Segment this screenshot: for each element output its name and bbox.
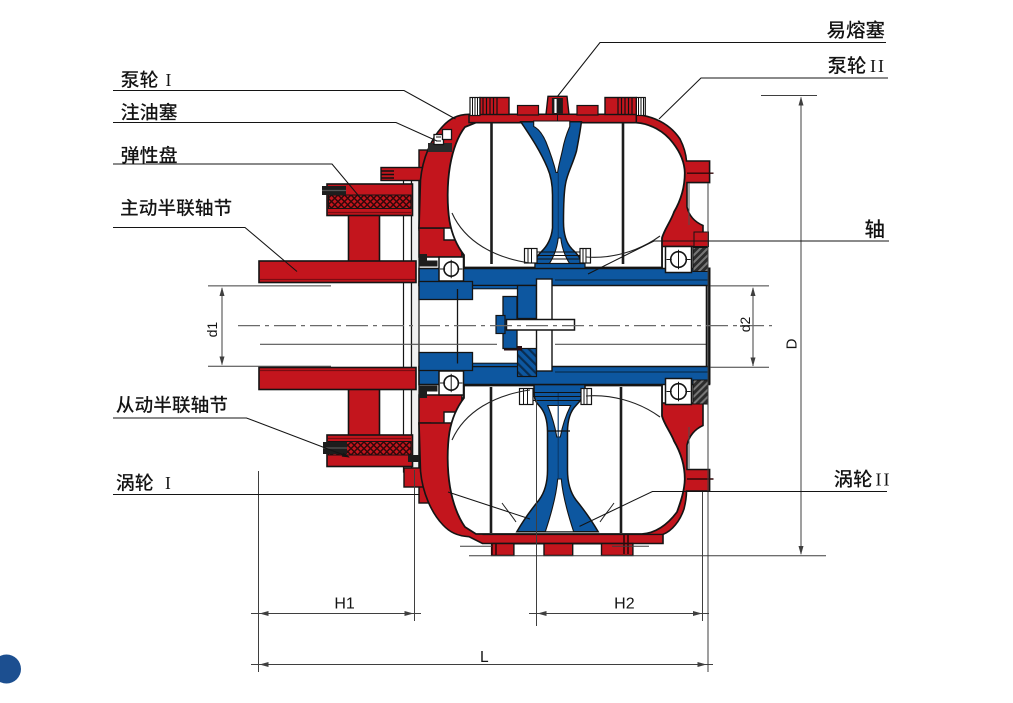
svg-text:L: L	[480, 649, 489, 666]
svg-text:d2: d2	[737, 317, 753, 333]
svg-text:I: I	[165, 473, 171, 493]
svg-text:D: D	[784, 338, 801, 349]
svg-text:d1: d1	[204, 322, 220, 338]
svg-text:II: II	[870, 56, 886, 76]
svg-text:H1: H1	[334, 596, 355, 613]
svg-text:H2: H2	[614, 596, 635, 613]
svg-text:I: I	[166, 70, 172, 90]
svg-text:II: II	[876, 470, 892, 490]
